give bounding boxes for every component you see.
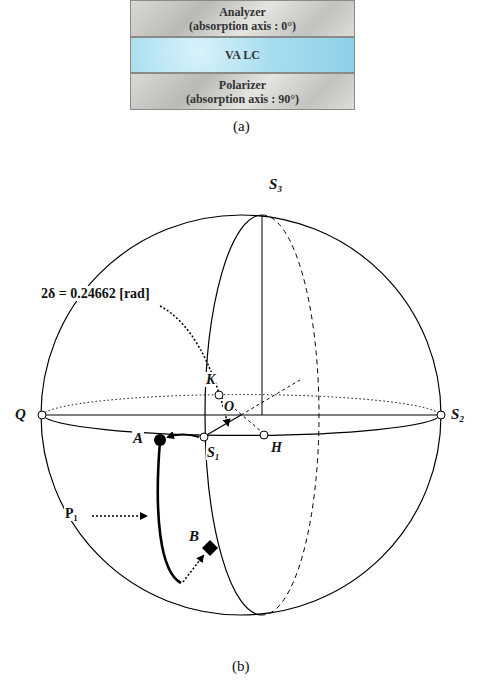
panel-label: (a) — [232, 118, 251, 135]
band-title: Analyzer — [219, 5, 266, 19]
band-note: (absorption axis : 90°) — [186, 92, 299, 106]
point-b — [202, 540, 218, 556]
s1-axis-back — [241, 380, 300, 415]
point-s1 — [200, 433, 208, 441]
p1-leader — [92, 515, 146, 517]
point-label: O — [223, 399, 235, 414]
meridian-front — [205, 215, 262, 615]
angle-label: 2δ = 0.24662 [rad] — [40, 286, 151, 301]
point-s2 — [437, 411, 445, 419]
trace-label: P₁ — [64, 506, 79, 521]
rotation-arc — [168, 435, 199, 438]
s3-axis — [262, 215, 263, 415]
band-note: (absorption axis : 0°) — [189, 19, 296, 33]
point-label: B — [188, 528, 200, 545]
kh-axis — [221, 397, 263, 433]
band-title: Polarizer — [219, 78, 266, 92]
delta-leader — [160, 306, 228, 425]
point-q — [38, 411, 46, 419]
s1-axis — [205, 415, 241, 436]
trace-to-b — [183, 556, 203, 582]
panel-label: (b) — [231, 658, 251, 675]
point-a — [154, 434, 166, 446]
lc-band: VA LC — [130, 37, 355, 73]
axis-label: S₂ — [450, 406, 466, 423]
meridian-back — [262, 215, 319, 615]
point-label: H — [270, 440, 283, 455]
point-label: A — [132, 430, 144, 447]
trace-p1 — [158, 441, 181, 583]
polarizer-band: Polarizer(absorption axis : 90°) — [130, 73, 355, 110]
analyzer-band: Analyzer(absorption axis : 0°) — [130, 0, 355, 37]
point-label: K — [205, 372, 216, 387]
band-title: VA LC — [225, 48, 260, 62]
axis-label: S₃ — [268, 176, 284, 193]
point-k — [215, 391, 223, 399]
sphere-outline — [41, 215, 441, 615]
equator-front — [42, 415, 441, 435]
axis-label: S₁ — [206, 445, 221, 460]
point-h — [260, 431, 268, 439]
equator-back — [42, 395, 441, 415]
point-label: Q — [14, 406, 27, 423]
